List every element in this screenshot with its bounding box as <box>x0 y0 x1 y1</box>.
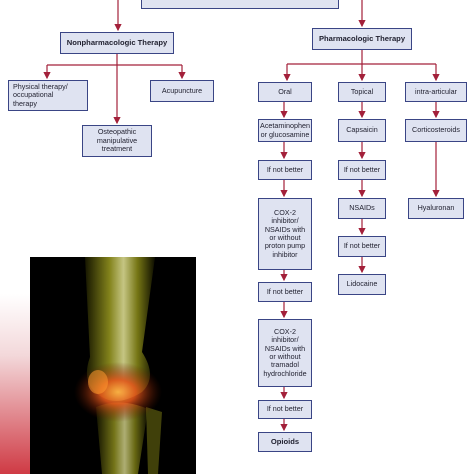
sidebar-gradient-strip <box>0 0 30 474</box>
nsaids-box: NSAIDs <box>338 198 386 219</box>
acupuncture-box: Acupuncture <box>150 80 214 102</box>
topical-box: Topical <box>338 82 386 102</box>
oral-box: Oral <box>258 82 312 102</box>
oral-not-better-3-box: If not better <box>258 400 312 419</box>
capsaicin-box: Capsaicin <box>338 119 386 142</box>
opioids-box: Opioids <box>258 432 312 452</box>
oral-not-better-1-box: If not better <box>258 160 312 180</box>
acetaminophen-box: Acetaminophen or glucosamine <box>258 119 312 142</box>
hyaluronan-box: Hyaluronan <box>408 198 464 219</box>
knee-xray-image <box>30 257 196 474</box>
topical-not-better-2-box: If not better <box>338 236 386 257</box>
intra-articular-box: intra-articular <box>405 82 467 102</box>
corticosteroids-box: Corticosteroids <box>405 119 467 142</box>
pharmacologic-therapy-box: Pharmacologic Therapy <box>312 28 412 50</box>
oral-not-better-2-box: If not better <box>258 282 312 302</box>
top-header-box <box>141 0 339 9</box>
cox2-ppi-box: COX-2 inhibitor/ NSAIDs with or without … <box>258 198 312 270</box>
lidocaine-box: Lidocaine <box>338 274 386 295</box>
osteopathic-treatment-box: Osteopathic manipulative treatment <box>82 125 152 157</box>
physical-therapy-box: Physical therapy/ occupational therapy <box>8 80 88 111</box>
nonpharmacologic-therapy-box: Nonpharmacologic Therapy <box>60 32 174 54</box>
topical-not-better-1-box: If not better <box>338 160 386 180</box>
cox2-tramadol-box: COX-2 inhibitor/ NSAIDs with or without … <box>258 319 312 387</box>
